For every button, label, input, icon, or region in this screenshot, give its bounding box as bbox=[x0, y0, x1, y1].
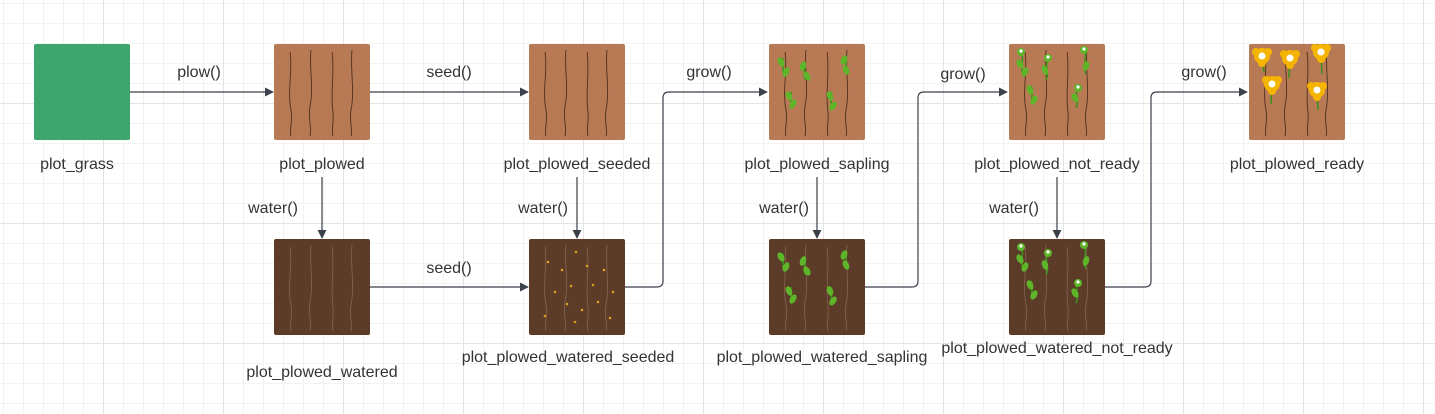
label-plot-plowed-watered-seeded: plot_plowed_watered_seeded bbox=[462, 349, 675, 366]
plowed-sapling-tile bbox=[769, 44, 865, 140]
edge-grow-1[interactable] bbox=[625, 87, 768, 288]
label-plot-plowed: plot_plowed bbox=[279, 156, 364, 173]
plowed-not-ready-tile bbox=[1009, 44, 1105, 140]
label-plot-plowed-seeded: plot_plowed_seeded bbox=[504, 156, 651, 173]
plowed-watered-not-ready-tile bbox=[1009, 239, 1105, 335]
furrows-icon bbox=[544, 49, 609, 137]
flower-icon bbox=[1252, 44, 1331, 111]
node-plot-plowed-watered-sapling[interactable] bbox=[769, 239, 865, 335]
plowed-tile bbox=[274, 44, 370, 140]
label-plot-plowed-watered: plot_plowed_watered bbox=[246, 364, 397, 381]
edge-label-plow: plow() bbox=[177, 64, 221, 81]
edge-labels: plow() seed() grow() grow() grow() water… bbox=[177, 64, 1226, 277]
sapling-icon bbox=[777, 250, 850, 306]
label-plot-plowed-ready: plot_plowed_ready bbox=[1230, 156, 1364, 173]
edge-label-seed-top: seed() bbox=[426, 64, 471, 81]
plowed-watered-seeded-tile bbox=[529, 239, 625, 335]
edge-grow-3[interactable] bbox=[1105, 87, 1248, 288]
node-plot-plowed-watered-seeded[interactable] bbox=[529, 239, 625, 335]
edge-label-water-3: water() bbox=[758, 200, 809, 217]
plowed-watered-tile bbox=[274, 239, 370, 335]
furrows-icon bbox=[289, 244, 353, 332]
label-plot-plowed-sapling: plot_plowed_sapling bbox=[745, 156, 890, 173]
node-labels: plot_grass plot_plowed plot_plowed_seede… bbox=[40, 156, 1364, 381]
node-plot-plowed-not-ready[interactable] bbox=[1009, 44, 1105, 140]
budding-plant-icon bbox=[1016, 46, 1090, 109]
seeds-icon bbox=[543, 250, 615, 324]
edge-label-grow-3: grow() bbox=[1181, 64, 1226, 81]
grass-tile bbox=[34, 44, 130, 140]
edge-label-water-4: water() bbox=[988, 200, 1039, 217]
label-plot-plowed-watered-sapling: plot_plowed_watered_sapling bbox=[717, 349, 928, 366]
node-plot-plowed-seeded[interactable] bbox=[529, 44, 625, 140]
edge-label-grow-2: grow() bbox=[940, 66, 985, 83]
plowed-watered-sapling-tile bbox=[769, 239, 865, 335]
furrows-icon bbox=[289, 49, 354, 137]
node-plot-grass[interactable] bbox=[34, 44, 130, 140]
furrows-icon bbox=[544, 244, 608, 332]
edge-label-grow-1: grow() bbox=[686, 64, 731, 81]
edge-label-water-2: water() bbox=[517, 200, 568, 217]
budding-plant-icon bbox=[1016, 241, 1090, 304]
sapling-icon bbox=[777, 55, 850, 111]
node-plot-plowed-watered-not-ready[interactable] bbox=[1009, 239, 1105, 335]
node-plot-plowed-watered[interactable] bbox=[274, 239, 370, 335]
node-plot-plowed[interactable] bbox=[274, 44, 370, 140]
edge-label-seed-bottom: seed() bbox=[426, 260, 471, 277]
label-plot-plowed-not-ready: plot_plowed_not_ready bbox=[974, 156, 1139, 173]
edges bbox=[129, 87, 1248, 292]
label-plot-plowed-watered-not-ready: plot_plowed_watered_not_ready bbox=[941, 340, 1172, 357]
plowed-seeded-tile bbox=[529, 44, 625, 140]
edge-grow-2[interactable] bbox=[865, 87, 1008, 288]
node-plot-plowed-ready[interactable] bbox=[1249, 44, 1345, 140]
node-plot-plowed-sapling[interactable] bbox=[769, 44, 865, 140]
edge-label-water-1: water() bbox=[247, 200, 298, 217]
furrows-icon bbox=[1264, 49, 1329, 137]
label-plot-grass: plot_grass bbox=[40, 156, 114, 173]
